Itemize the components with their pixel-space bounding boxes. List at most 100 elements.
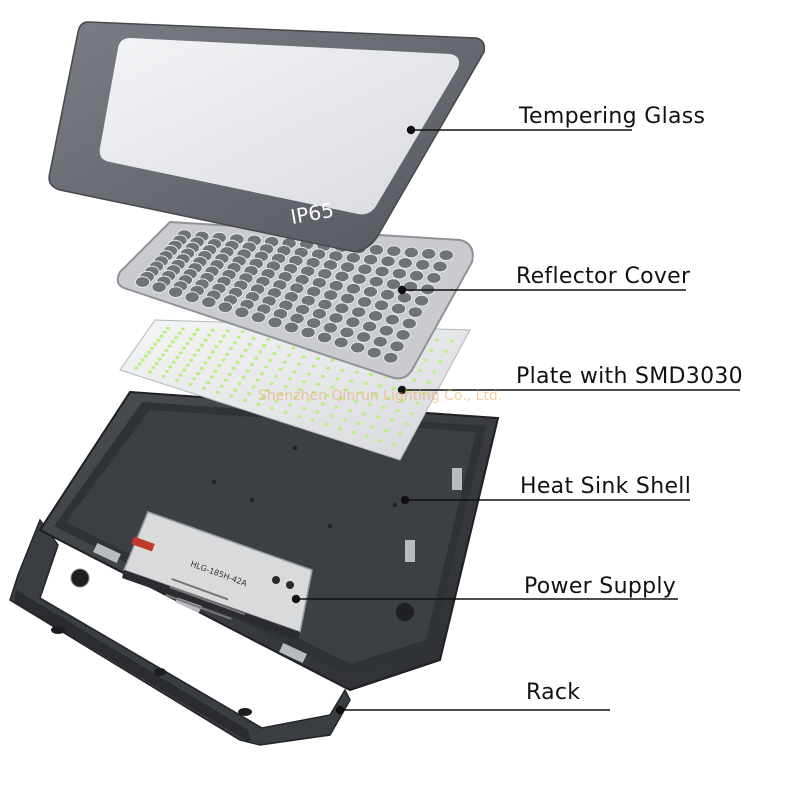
led-chip bbox=[134, 366, 139, 370]
reflector-cup bbox=[380, 255, 396, 268]
reflector-cup bbox=[356, 331, 372, 343]
led-chip bbox=[241, 375, 246, 379]
reflector-cup bbox=[322, 321, 339, 334]
led-chip bbox=[376, 415, 380, 419]
led-chip bbox=[321, 375, 325, 378]
led-chip bbox=[370, 425, 375, 429]
led-chip bbox=[215, 390, 220, 394]
led-chip bbox=[262, 344, 266, 347]
led-chip bbox=[348, 409, 353, 412]
led-chip bbox=[235, 360, 240, 364]
led-chip bbox=[178, 351, 183, 355]
led-chip bbox=[171, 340, 175, 344]
led-chip bbox=[196, 372, 200, 375]
led-chip bbox=[274, 374, 278, 378]
led-chip bbox=[378, 384, 382, 388]
led-chip bbox=[353, 400, 358, 403]
reflector-cup bbox=[339, 292, 356, 305]
led-chip bbox=[207, 333, 211, 337]
led-chip bbox=[219, 384, 224, 388]
led-chip bbox=[409, 412, 414, 415]
led-chip bbox=[206, 381, 210, 384]
led-chip bbox=[330, 358, 335, 362]
led-chip bbox=[246, 369, 250, 373]
led-chip bbox=[266, 337, 271, 341]
led-chip bbox=[175, 356, 179, 359]
led-chip bbox=[364, 382, 368, 385]
led-chip bbox=[196, 348, 201, 352]
led-chip bbox=[277, 345, 281, 349]
led-chip bbox=[199, 366, 204, 370]
label-power-supply: Power Supply bbox=[524, 574, 677, 599]
led-chip bbox=[351, 431, 356, 434]
led-chip bbox=[330, 385, 335, 389]
led-chip bbox=[175, 378, 179, 382]
reflector-cup bbox=[168, 286, 184, 299]
reflector-cup bbox=[328, 312, 344, 324]
leader-lines bbox=[291, 125, 740, 715]
led-chip bbox=[316, 383, 321, 386]
led-chip bbox=[279, 392, 283, 396]
led-chip bbox=[225, 352, 229, 356]
reflector-cup bbox=[217, 301, 234, 314]
reflector-cup bbox=[385, 278, 402, 291]
reflector-cup bbox=[384, 313, 401, 326]
led-chip bbox=[306, 399, 311, 402]
led-chip bbox=[272, 352, 277, 355]
led-chip bbox=[381, 406, 386, 409]
led-chip bbox=[168, 365, 173, 369]
led-chip bbox=[283, 411, 288, 414]
reflector-cup bbox=[345, 316, 361, 329]
reflector-cup bbox=[378, 324, 395, 337]
led-chip bbox=[174, 336, 179, 339]
led-chip bbox=[185, 342, 190, 345]
led-chip bbox=[258, 350, 262, 354]
reflector-cup bbox=[356, 296, 373, 308]
led-chip bbox=[426, 381, 431, 384]
led-chip bbox=[192, 377, 197, 381]
reflector-cup bbox=[386, 245, 402, 258]
label-heat-sink-shell: Heat Sink Shell bbox=[520, 474, 692, 499]
led-chip bbox=[291, 346, 296, 350]
led-chip bbox=[251, 336, 256, 340]
led-chip bbox=[429, 348, 433, 352]
led-chip bbox=[225, 329, 230, 333]
led-chip bbox=[349, 379, 354, 383]
reflector-cup bbox=[401, 317, 417, 330]
led-chip bbox=[231, 366, 236, 370]
led-chip bbox=[217, 364, 222, 367]
reflector-cup bbox=[372, 335, 388, 348]
label-tempering-glass: Tempering Glass bbox=[519, 104, 706, 129]
led-chip bbox=[239, 354, 244, 358]
led-chip bbox=[329, 414, 334, 418]
led-chip bbox=[210, 375, 214, 379]
reflector-cup bbox=[438, 249, 454, 262]
led-chip bbox=[227, 372, 232, 376]
reflector-cup bbox=[357, 263, 373, 276]
led-chip bbox=[214, 345, 219, 349]
led-chip bbox=[193, 353, 197, 357]
led-chip bbox=[412, 379, 416, 382]
led-chip bbox=[415, 401, 419, 405]
led-chip bbox=[264, 365, 268, 369]
reflector-cup bbox=[389, 340, 405, 353]
heat-sink-shell bbox=[38, 390, 500, 692]
led-chip bbox=[159, 334, 164, 338]
led-chip bbox=[320, 402, 325, 406]
led-chip bbox=[315, 410, 320, 414]
led-chip bbox=[189, 358, 194, 362]
reflector-cup bbox=[351, 306, 367, 319]
led-chip bbox=[395, 409, 400, 412]
led-chip bbox=[151, 366, 155, 370]
led-chip bbox=[165, 370, 169, 373]
led-chip bbox=[301, 355, 306, 359]
led-chip bbox=[213, 369, 218, 373]
led-chip bbox=[185, 363, 190, 367]
reflector-cup bbox=[396, 291, 413, 304]
led-chip bbox=[316, 357, 320, 361]
led-chip bbox=[324, 423, 329, 426]
led-chip bbox=[153, 342, 158, 346]
led-chip bbox=[251, 385, 256, 389]
led-chip bbox=[387, 396, 391, 400]
reflector-cup bbox=[339, 326, 355, 339]
